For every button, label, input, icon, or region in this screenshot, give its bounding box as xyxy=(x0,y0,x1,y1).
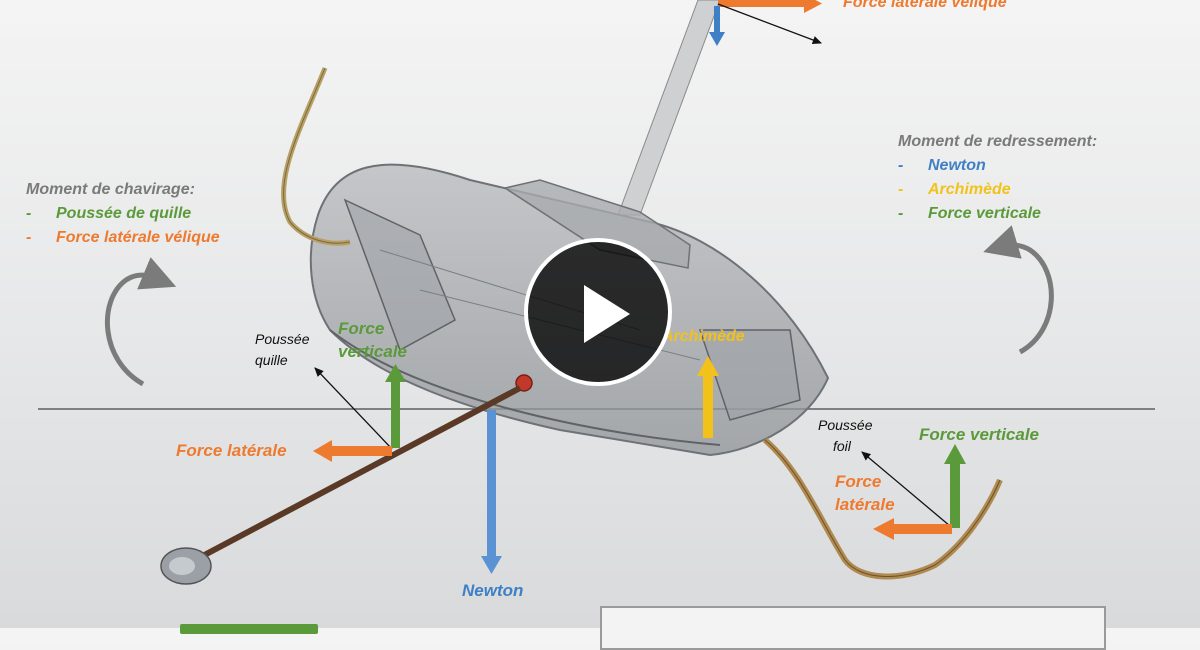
foil-vertical-label: Force verticale xyxy=(919,425,1040,444)
capsize-rotation-arrow xyxy=(104,257,177,387)
play-button[interactable] xyxy=(524,238,672,386)
capsizing-moment-title: Moment de chavirage: xyxy=(26,181,195,198)
foil-vertical-arrow xyxy=(944,444,966,528)
bottom-caption-box xyxy=(600,606,1106,650)
keel-thrust-label-2: quille xyxy=(255,352,288,368)
keel-thrust-arrow xyxy=(314,367,393,450)
keel-strut xyxy=(193,385,522,563)
archimede-arrow xyxy=(697,356,719,438)
sail-down-arrow xyxy=(714,6,720,34)
keel-vertical-arrow xyxy=(385,364,406,448)
keel-vertical-label-2: verticale xyxy=(338,342,407,361)
keel-bulb xyxy=(160,547,212,585)
capsizing-item-keel: -Poussée de quille xyxy=(26,205,192,222)
foil-thrust-arrow xyxy=(861,451,951,527)
foil-thrust-label-2: foil xyxy=(833,438,851,454)
righting-rotation-arrow xyxy=(983,225,1054,355)
sail-lateral-arrow xyxy=(718,0,804,7)
foil-lateral-arrow xyxy=(873,518,952,540)
righting-moment-legend: Moment de redressement: -Newton -Archimè… xyxy=(898,133,1097,223)
foil-lateral-label-1: Force xyxy=(835,472,882,491)
righting-moment-title: Moment de redressement: xyxy=(898,133,1098,150)
newton-label: Newton xyxy=(462,581,524,600)
keel-lateral-arrow xyxy=(313,440,392,462)
capsizing-moment-legend: Moment de chavirage: -Poussée de quille … xyxy=(26,181,220,247)
mast xyxy=(617,0,721,216)
keel-lateral-label: Force latérale xyxy=(176,441,287,460)
keel-vertical-label-1: Force xyxy=(338,319,385,338)
righting-item-archimede: -Archimède xyxy=(898,181,1011,198)
righting-item-newton: -Newton xyxy=(898,157,986,174)
sail-resultant-arrow xyxy=(717,3,822,44)
keel-thrust-label-1: Poussée xyxy=(255,331,310,347)
sail-lateral-force-label: Force latérale vélique xyxy=(843,0,1007,11)
bottom-left-bar xyxy=(180,624,318,634)
play-icon xyxy=(584,285,630,343)
diagram-canvas xyxy=(38,0,1155,585)
foil-thrust-label-1: Poussée xyxy=(818,417,873,433)
capsizing-item-sail: -Force latérale vélique xyxy=(26,229,220,246)
righting-item-vertical: -Force verticale xyxy=(898,205,1041,222)
foil-lateral-label-2: latérale xyxy=(835,495,895,514)
archimede-label: Archimède xyxy=(662,328,745,345)
newton-arrow xyxy=(481,410,502,574)
